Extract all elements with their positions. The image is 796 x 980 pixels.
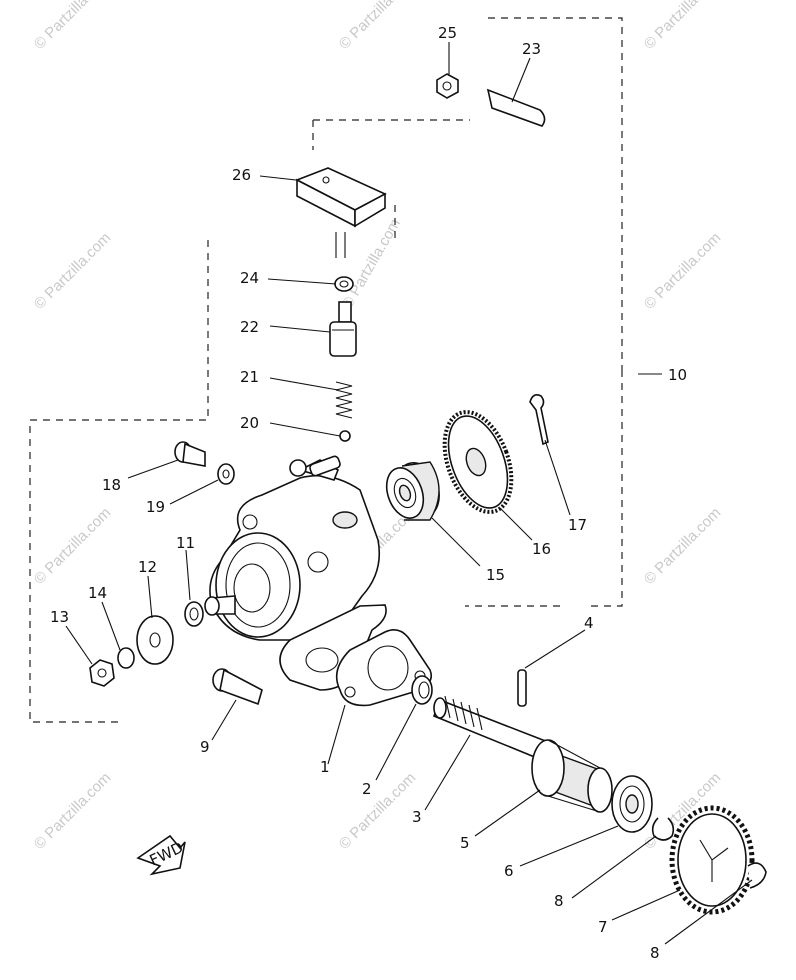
drive-shaft [432,695,549,762]
callout-10: 10 [668,366,687,384]
callout-18: 18 [102,476,121,494]
callout-3: 3 [412,808,422,826]
watermark: © Partzilla.com [31,769,114,852]
watermark: © Partzilla.com [641,504,724,587]
washer-19 [217,463,235,485]
o-ring [184,601,204,627]
callout-4: 4 [584,614,594,632]
callout-8-upper: 8 [554,892,564,910]
watermark: © Partzilla.com [336,769,419,852]
callout-25: 25 [438,24,457,42]
bearing-6 [611,775,653,833]
callout-23: 23 [522,40,541,58]
cotter-pin [529,394,549,446]
dowel-pin [517,669,527,707]
bracket-plate [295,167,387,228]
circlip-upper [651,817,675,841]
bearing-15 [385,461,440,521]
callout-8-lower: 8 [650,944,660,962]
spring [335,381,353,419]
callout-14: 14 [88,584,107,602]
circlip-lower [747,862,767,889]
callout-22: 22 [240,318,259,336]
shim-washer [411,675,433,705]
watermark-layer: © Partzilla.com © Partzilla.com © Partzi… [31,0,724,853]
plunger [329,301,357,357]
callout-5: 5 [460,834,470,852]
watermark: © Partzilla.com [336,0,419,53]
callout-16: 16 [532,540,551,558]
callout-26: 26 [232,166,251,184]
callout-11: 11 [176,534,195,552]
watermark: © Partzilla.com [31,229,114,312]
watermark: © Partzilla.com [641,0,724,53]
callout-6: 6 [504,862,514,880]
watermark: © Partzilla.com [31,0,114,53]
callout-21: 21 [240,368,259,386]
callout-1: 1 [320,758,330,776]
callout-7: 7 [598,918,608,936]
leader-lines [65,42,753,945]
callout-2: 2 [362,780,372,798]
fwd-arrow: FWD [136,834,186,876]
callout-9: 9 [200,738,210,756]
callout-labels: 25 23 26 24 22 21 20 10 17 16 15 18 19 1… [50,24,687,962]
callout-17: 17 [568,516,587,534]
washer-12 [136,615,174,665]
check-ball [339,430,351,442]
pump-body [204,455,387,691]
collar [531,739,613,813]
nut-13 [89,659,115,687]
gear-7 [669,805,755,915]
callout-20: 20 [240,414,259,432]
watermark: © Partzilla.com [339,216,404,312]
watermark: © Partzilla.com [31,504,114,587]
gasket [335,629,433,707]
bolt-18 [174,441,206,467]
watermark: © Partzilla.com [641,229,724,312]
callout-13: 13 [50,608,69,626]
nut-24 [334,276,354,292]
callout-24: 24 [240,269,259,287]
nut-25 [436,73,459,99]
delivery-pipe [335,88,546,258]
assembly-boundary [29,17,623,723]
callout-19: 19 [146,498,165,516]
gear-16 [442,410,514,514]
callout-12: 12 [138,558,157,576]
bolt-9 [212,668,263,706]
callout-15: 15 [486,566,505,584]
lock-washer [117,647,135,669]
